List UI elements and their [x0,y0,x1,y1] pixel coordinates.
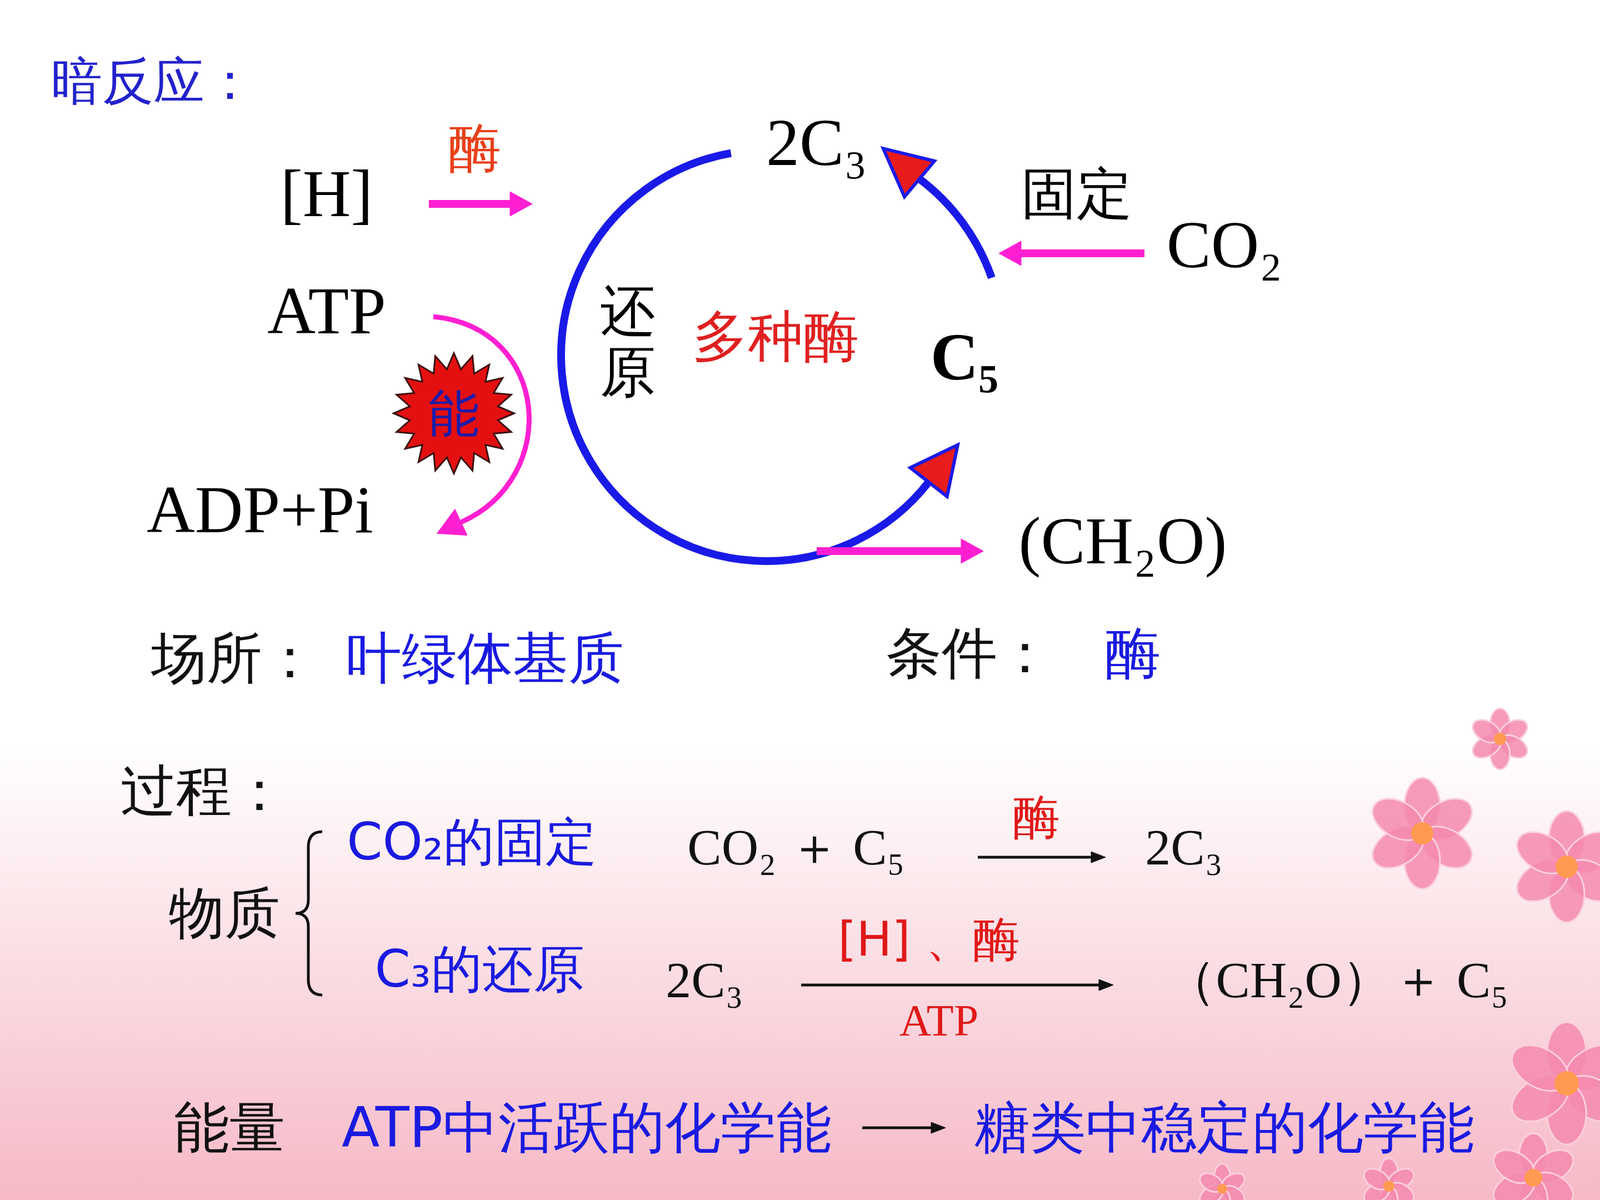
flower-center [1383,1180,1395,1192]
reaction-arrow-head [1098,979,1114,991]
flower-center [1493,732,1507,745]
substance-label: [H] [280,160,374,228]
curly-brace [295,831,323,995]
cycle-arrowhead [910,445,958,497]
energy-form: 糖类中稳定的化学能 [974,1100,1475,1156]
energy-starburst: 能 [391,351,517,477]
equation-term: （CH₂O）＋ C₅ [1165,954,1509,1006]
field-name: 过程： [120,763,288,819]
flower-center [1555,855,1578,878]
reduction-arc [561,153,929,562]
enzyme-label: 酶 [448,121,502,175]
starburst-outline [393,353,515,474]
product-arrow-head [961,538,984,564]
field-value: 叶绿体基质 [346,630,624,687]
substance-label: C₅ [930,323,999,391]
cycle-arrowhead [883,148,935,197]
field-name: 物质 [168,885,280,942]
calvin-cycle [561,148,992,562]
flower [1468,708,1532,770]
reaction-condition: [H] 、酶 [837,915,1020,963]
field-name: 场所： [151,630,318,687]
product-arrow [816,547,966,555]
energy-arrow [862,1126,934,1130]
flower [1365,777,1479,889]
equation-term: 2C₃ [665,954,743,1006]
co2-arrow [1016,249,1145,258]
step-label: 固定 [1021,166,1133,222]
fixation-arc [919,178,992,278]
energy-form: ATP中活跃的化学能 [341,1100,832,1156]
flower-center [1524,1168,1543,1187]
flower-center [1217,1183,1228,1194]
enzyme-label: 多种酶 [692,308,859,365]
substance-label: ATP [267,277,386,345]
reaction-arrow-head [1091,851,1106,863]
substance-label: (CH₂O) [1018,507,1227,575]
reaction-arrow [801,983,1102,987]
flower [1509,811,1600,923]
hydrogen-arrow [428,200,515,208]
reaction-condition: 酶 [1012,793,1060,841]
reaction-condition: ATP [899,998,979,1043]
flower [1360,1158,1418,1200]
substance-label: ADP+Pi [146,476,374,544]
flower-center [1411,822,1434,845]
field-value: 酶 [1105,625,1161,682]
slide-title: 暗反应： [51,56,256,108]
co2-arrow-head [998,241,1022,266]
step-label: 还原 [600,280,656,403]
reaction-arrow [977,856,1094,859]
substance-label: CO₂ [1166,211,1283,279]
equation-term: 2C₃ [1145,821,1223,873]
flower [1503,1022,1600,1145]
energy-label: 能 [428,387,480,439]
step-name: C₃的还原 [374,943,584,995]
flower-center [1554,1071,1579,1096]
step-name: CO₂的固定 [346,816,597,868]
atp-hydrolysis-arrowhead [436,508,467,535]
flower [1196,1163,1248,1200]
field-name: 条件： [886,625,1053,682]
substance-label: 2C₃ [766,109,868,177]
equation-term: CO₂ ＋ C₅ [687,821,905,873]
energy-arrow-head [931,1122,946,1134]
hydrogen-arrow-head [510,191,533,217]
field-name: 能量 [173,1100,285,1156]
equation-marks [295,831,1114,1134]
flower [1487,1133,1579,1200]
